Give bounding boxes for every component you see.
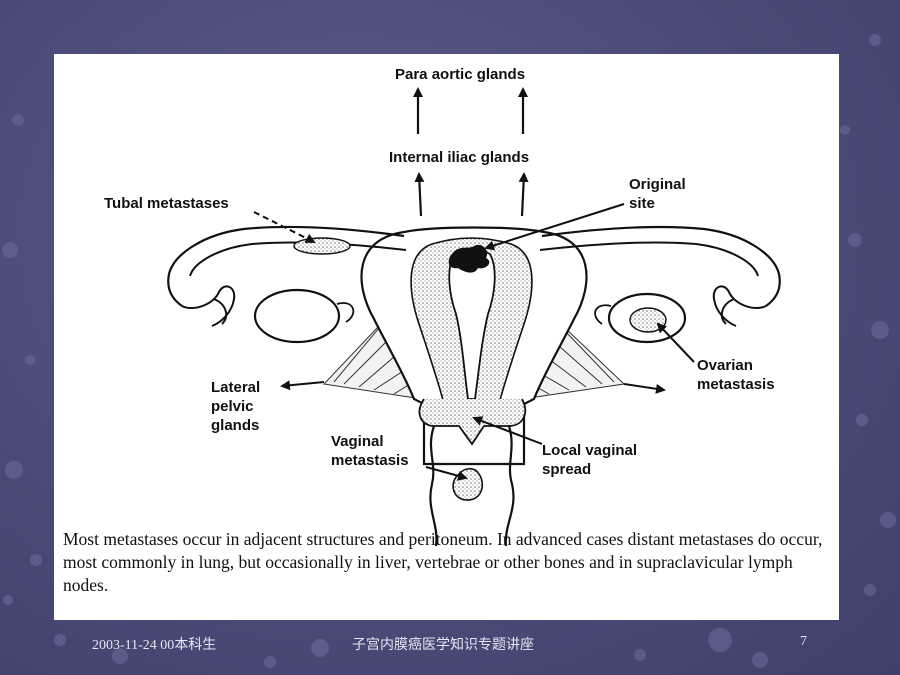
label-vaginal: Vaginal metastasis (331, 433, 409, 469)
original-tumor (448, 244, 490, 273)
uterus-metastasis-diagram (167, 87, 781, 547)
uterine-cavity (448, 248, 496, 400)
diagram-panel: Para aortic glands Internal iliac glands… (54, 54, 839, 620)
tube-left (167, 225, 405, 307)
label-local-vaginal: Local vaginal spread (542, 442, 638, 478)
label-original-site: Original site (629, 176, 686, 212)
footer-title: 子宫内膜癌医学知识专题讲座 (352, 636, 534, 652)
label-ovarian: Ovarian metastasis (697, 357, 775, 393)
label-internal-iliac: Internal iliac glands (389, 149, 530, 166)
tube-right (541, 225, 781, 307)
vagina-left-wall (429, 425, 438, 547)
tubal-metastasis (293, 237, 351, 255)
ovarian-metastasis (629, 307, 667, 333)
vaginal-metastasis (452, 467, 483, 501)
label-lateral: Lateral pelvic glands (211, 379, 261, 434)
diagram-caption: Most metastases occur in adjacent struct… (63, 529, 823, 595)
lymph-drainage-arrows (413, 87, 529, 217)
page-number: 7 (800, 634, 807, 649)
footer-date: 2003-11-24 00本科生 (92, 638, 217, 653)
label-tubal: Tubal metastases (104, 195, 229, 212)
vagina-right-wall (504, 425, 515, 547)
label-para-aortic: Para aortic glands (395, 66, 526, 83)
ovary-left (253, 288, 341, 344)
